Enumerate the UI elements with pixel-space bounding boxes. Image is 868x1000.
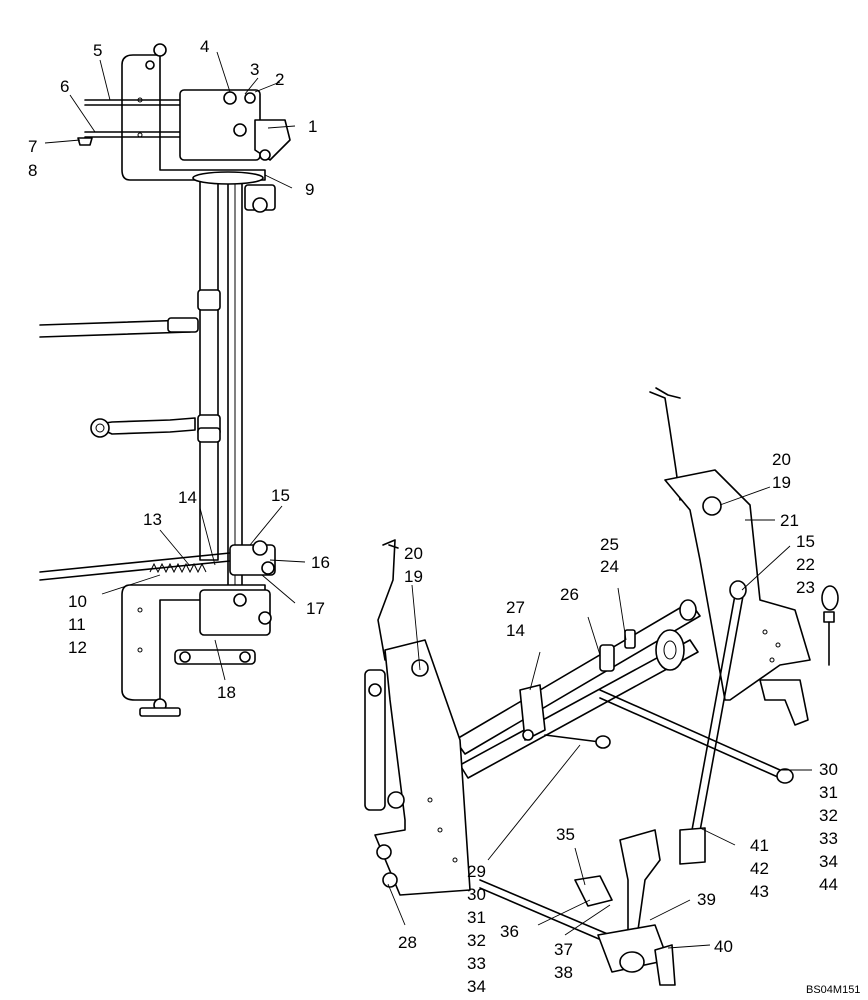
callout-3: 3 [250, 60, 259, 79]
vertical-shaft-left [199, 179, 219, 561]
lower-pivot-block [199, 589, 271, 636]
callout-43: 43 [750, 882, 769, 901]
callout-17: 17 [306, 599, 325, 618]
callout-35: 35 [556, 825, 575, 844]
link-18 [174, 649, 256, 665]
callout-18: 18 [217, 683, 236, 702]
callout-19-left: 19 [404, 567, 423, 586]
callout-22: 22 [796, 555, 815, 574]
linkage-rod-upper [39, 319, 191, 326]
rod-30 [599, 689, 781, 771]
callout-33-left: 33 [467, 954, 486, 973]
callout-32-right: 32 [819, 806, 838, 825]
right-frame-assembly [364, 387, 839, 986]
callout-32-left: 32 [467, 931, 486, 950]
left-control-linkage-assembly [39, 43, 291, 717]
callout-10: 10 [68, 592, 87, 611]
callout-11: 11 [68, 615, 86, 634]
callout-4: 4 [200, 37, 209, 56]
callout-6: 6 [60, 77, 69, 96]
linkage-rod-lower [91, 417, 196, 435]
rod-10 [39, 559, 241, 581]
callout-14: 14 [178, 488, 197, 507]
callout-41: 41 [750, 836, 769, 855]
cross-tube-upper [454, 601, 701, 755]
callout-24: 24 [600, 557, 619, 576]
callout-15: 15 [271, 486, 290, 505]
rod-29 [544, 734, 601, 743]
callout-36: 36 [500, 922, 519, 941]
bracket-27 [519, 684, 546, 741]
callout-15-right: 15 [796, 532, 815, 551]
left-vertical-link [364, 669, 386, 811]
callout-27: 27 [506, 598, 525, 617]
bracket-bolt [145, 60, 155, 70]
callout-8: 8 [28, 161, 37, 180]
rod-end-ball [90, 418, 110, 438]
callout-9: 9 [305, 180, 314, 199]
callout-12: 12 [68, 638, 87, 657]
callout-5: 5 [93, 41, 102, 60]
callout-labels: 1 2 3 4 5 6 7 8 9 10 11 12 13 14 15 16 1… [28, 37, 838, 996]
callout-26: 26 [560, 585, 579, 604]
cross-tube-lower [459, 639, 699, 779]
callout-37: 37 [554, 940, 573, 959]
callout-23: 23 [796, 578, 815, 597]
clevis-39 [619, 829, 661, 933]
callout-25: 25 [600, 535, 619, 554]
callout-13: 13 [143, 510, 162, 529]
bearing-26 [655, 629, 685, 671]
shaft-collar [192, 171, 264, 185]
callout-34-right: 34 [819, 852, 838, 871]
callout-30-right: 30 [819, 760, 838, 779]
bracket-nut [153, 43, 167, 57]
callout-21: 21 [780, 511, 799, 530]
callout-20-left: 20 [404, 544, 423, 563]
clip-7 [77, 137, 93, 146]
callout-2: 2 [275, 70, 284, 89]
figure-code: BS04M151 [806, 984, 860, 996]
callout-19: 19 [772, 473, 791, 492]
callout-28: 28 [398, 933, 417, 952]
rod-41 [691, 594, 736, 831]
spring-13 [149, 562, 207, 574]
callout-40: 40 [714, 937, 733, 956]
callout-16: 16 [311, 553, 330, 572]
callout-38: 38 [554, 963, 573, 982]
left-side-plate [374, 639, 471, 896]
callout-14-right: 14 [506, 621, 525, 640]
eye-bolt-23 [821, 585, 839, 611]
callout-42: 42 [750, 859, 769, 878]
left-lever [377, 539, 396, 661]
callout-30-left: 30 [467, 885, 486, 904]
callout-31-right: 31 [819, 783, 838, 802]
callout-31-left: 31 [467, 908, 486, 927]
callout-34-left: 34 [467, 977, 486, 996]
callout-29: 29 [467, 862, 486, 881]
callout-1: 1 [308, 117, 317, 136]
callout-7: 7 [28, 137, 37, 156]
callout-39: 39 [697, 890, 716, 909]
callout-20: 20 [772, 450, 791, 469]
lower-rod [479, 879, 611, 936]
leader-lines [44, 51, 812, 949]
callout-44: 44 [819, 875, 838, 894]
callout-33-right: 33 [819, 829, 838, 848]
